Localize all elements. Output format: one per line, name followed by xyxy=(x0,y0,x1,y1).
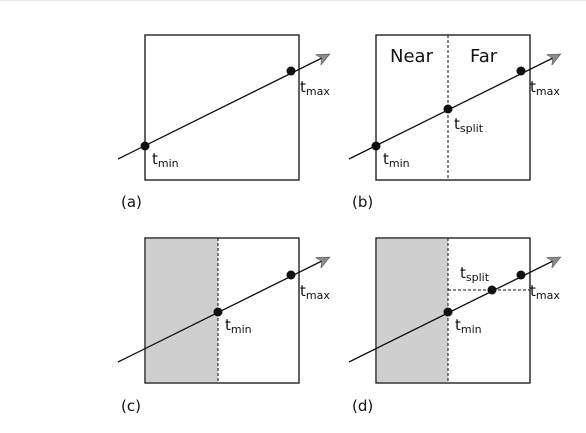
caption-b: (b) xyxy=(352,193,373,211)
t-min-label: tmin xyxy=(455,316,482,336)
panel-a: tmin tmax (a) xyxy=(117,34,330,211)
caption-c: (c) xyxy=(121,397,141,415)
caption-d: (d) xyxy=(352,397,373,415)
t-split-label: tsplit xyxy=(454,115,484,135)
ray xyxy=(348,55,559,160)
panel-d: tsplit tmin tmax (d) xyxy=(348,237,560,415)
t-max-label: tmax xyxy=(530,78,560,98)
culled-near-region xyxy=(377,239,448,382)
far-label: Far xyxy=(470,46,498,67)
t-min-point xyxy=(140,141,150,151)
t-max-label: tmax xyxy=(300,78,330,98)
caption-a: (a) xyxy=(121,193,142,211)
t-min-label: tmin xyxy=(152,150,179,170)
t-max-point xyxy=(516,66,526,76)
t-min-point xyxy=(371,141,381,151)
t-min-point xyxy=(443,307,453,317)
panel-b: Near Far tmin tsplit tmax (b) xyxy=(348,34,560,211)
top-border xyxy=(0,0,586,1)
bounding-box xyxy=(375,34,531,181)
near-label: Near xyxy=(390,46,434,67)
t-split-point xyxy=(487,285,497,295)
bounding-box xyxy=(375,237,531,384)
t-min-point xyxy=(213,307,223,317)
culled-near-region xyxy=(146,239,218,382)
t-max-label: tmax xyxy=(530,282,560,302)
t-max-point xyxy=(286,66,296,76)
t-min-label: tmin xyxy=(383,150,410,170)
t-max-point xyxy=(516,270,526,280)
t-min-label: tmin xyxy=(225,316,252,336)
t-max-point xyxy=(286,270,296,280)
t-split-point xyxy=(443,104,453,114)
bounding-box xyxy=(144,34,300,181)
t-split-label: tsplit xyxy=(460,264,490,284)
ray xyxy=(117,55,328,160)
t-max-label: tmax xyxy=(300,282,330,302)
bounding-box xyxy=(144,237,300,384)
panel-c: tmin tmax (c) xyxy=(117,237,330,415)
